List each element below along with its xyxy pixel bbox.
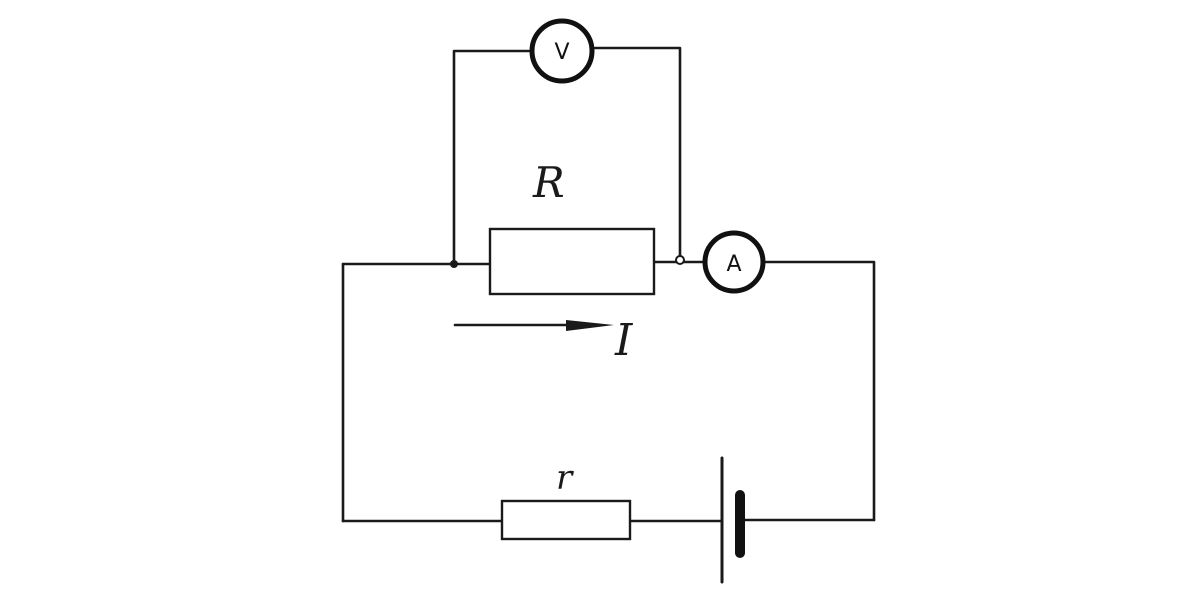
- resistor-r: [488, 227, 656, 296]
- internal-resistor: [500, 499, 632, 541]
- wire-ammeter-to-right: [762, 260, 876, 522]
- junction-left: [450, 260, 458, 268]
- voltmeter-symbol: V: [554, 40, 569, 65]
- ammeter-symbol: A: [726, 252, 741, 277]
- current-arrow: [453, 320, 614, 331]
- battery: [720, 456, 745, 584]
- current-label: I: [614, 315, 634, 366]
- junction-right: [675, 255, 685, 265]
- wire-voltmeter-left-branch: [452, 49, 531, 266]
- wire-voltmeter-right-branch: [593, 46, 682, 262]
- internal-resistance-label: r: [556, 458, 574, 498]
- resistor-label: R: [532, 158, 565, 207]
- voltmeter: V: [529, 18, 595, 84]
- ammeter: A: [702, 230, 766, 294]
